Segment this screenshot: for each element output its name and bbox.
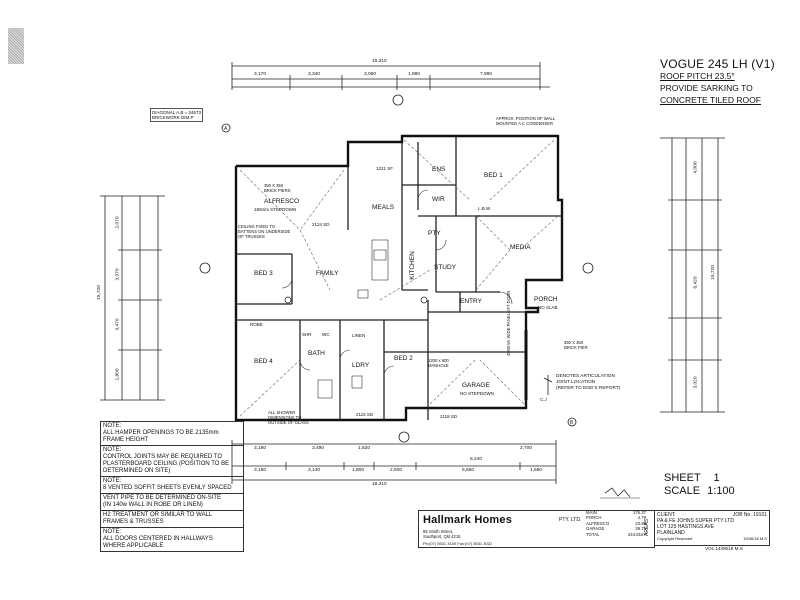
- sheet-number: 1: [713, 472, 720, 484]
- area-name: MAIN: [586, 510, 597, 515]
- signature-scribble: [604, 487, 631, 498]
- job-number: JOB No. 19101: [732, 512, 767, 518]
- grid-marker-b: [567, 417, 577, 427]
- client-lot: LOT 129 HASTINGS AVE: [657, 524, 715, 530]
- drainage-marker-bottom: [398, 431, 410, 443]
- client-label: CLIENT:: [657, 512, 676, 518]
- grid-marker-a: [221, 123, 231, 133]
- company-phone: Ph:(07) 5531 3100 Fax:(07) 5531 3022: [423, 541, 493, 546]
- note-h2-treatment: H2 TREATMENT OR SIMILAR TO WALL FRAMES &…: [101, 511, 243, 528]
- company-address-line-1: 85 Smith Street,: [423, 529, 454, 534]
- note-vent-pipe: VENT PIPE TO BE DETERMINED ON-SITE (IN 1…: [101, 494, 243, 511]
- scale-row: SCALE 1:100: [664, 485, 735, 498]
- note-doors: NOTE: ALL DOORS CENTERED IN HALLWAYS WHE…: [103, 529, 213, 549]
- title-block: VOGUE 245 LH (V1) ROOF PITCH 23.5° PROVI…: [660, 58, 800, 106]
- drainage-marker-top: [392, 94, 404, 106]
- scale-value: 1:100: [707, 485, 735, 497]
- areas-row-alfresco: ALFRESCO 23.88: [584, 521, 648, 526]
- area-value: 176.37: [632, 510, 646, 515]
- area-name: TOTAL: [586, 531, 600, 537]
- company-name: Hallmark Homes: [423, 514, 513, 526]
- scale-label: SCALE: [664, 485, 701, 497]
- internal-walls: [236, 136, 562, 420]
- client-name: PA & FE JOHNS SUPER PTY LTD: [657, 518, 734, 524]
- areas-table: MAIN 176.37 PORCH 4.79 ALFRESCO 23.88 GA…: [584, 510, 648, 546]
- svg-text:A: A: [224, 126, 228, 132]
- client-footer-row: Copyright Reserved 19/06/18 M.S: [657, 536, 767, 542]
- door-swings: [281, 189, 513, 377]
- drawing-date: 19/06/18 M.S: [743, 536, 767, 541]
- note-soffit: NOTE: 8 VENTED SOFFIT SHEETS EVENLY SPAC…: [101, 477, 243, 494]
- area-value: 39.75: [635, 526, 646, 532]
- company-address-line-2: Southport, Qld 4215: [423, 534, 461, 539]
- areas-row-main: MAIN 176.37: [584, 510, 648, 515]
- area-value: 244.81m²: [627, 531, 646, 537]
- drainage-marker-right: [582, 262, 594, 274]
- area-name: ALFRESCO: [586, 520, 610, 526]
- sarking-note-2: CONCRETE TILED ROOF: [660, 95, 761, 105]
- company-address: 85 Smith Street, Southport, Qld 4215: [423, 529, 460, 539]
- roof-lines: [239, 139, 559, 417]
- area-name: GARAGE: [586, 526, 605, 532]
- svg-text:B: B: [570, 420, 574, 426]
- areas-row-porch: PORCH 4.79: [584, 515, 648, 520]
- client-header-row: CLIENT: JOB No. 19101: [657, 512, 767, 518]
- areas-row-total: TOTAL 244.81m²: [584, 532, 648, 537]
- notes-panel: NOTE: ALL HAMPER OPENINGS TO BE 2135mm F…: [100, 421, 244, 552]
- company-box: Hallmark Homes PTY. LTD. 85 Smith Street…: [418, 510, 655, 548]
- area-value: 23.88: [635, 520, 646, 526]
- client-box: CLIENT: JOB No. 19101 PA & FE JOHNS SUPE…: [654, 510, 770, 546]
- sheet-row: SHEET 1: [664, 472, 735, 485]
- areas-row-garage: GARAGE 39.75: [584, 526, 648, 531]
- sarking-note-1: PROVIDE SARKING TO: [660, 83, 753, 93]
- sheet-label: SHEET: [664, 472, 701, 484]
- model-title: VOGUE 245 LH (V1): [660, 57, 775, 71]
- sheet-info: SHEET 1 SCALE 1:100: [664, 472, 735, 498]
- kitchen-fixtures: [317, 239, 389, 399]
- articulation-symbol: [543, 375, 553, 395]
- scan-artifact: [8, 28, 24, 64]
- area-value: 4.79: [637, 515, 646, 521]
- company-pty: PTY. LTD.: [559, 517, 582, 523]
- area-name: PORCH: [586, 515, 602, 521]
- variation-order: VO1 14/08/18 M.S: [705, 546, 743, 551]
- note-control-joints: NOTE: CONTROL JOINTS MAY BE REQUIRED TO …: [101, 446, 243, 477]
- note-hamper: NOTE: ALL HAMPER OPENINGS TO BE 2135mm F…: [101, 422, 243, 446]
- drainage-marker-left: [199, 262, 211, 274]
- copyright: Copyright Reserved: [657, 536, 693, 541]
- client-suburb: PLAINLAND: [657, 530, 685, 536]
- roof-pitch: ROOF PITCH 23.5°: [660, 71, 735, 81]
- areas-label: AREAS: [644, 519, 650, 537]
